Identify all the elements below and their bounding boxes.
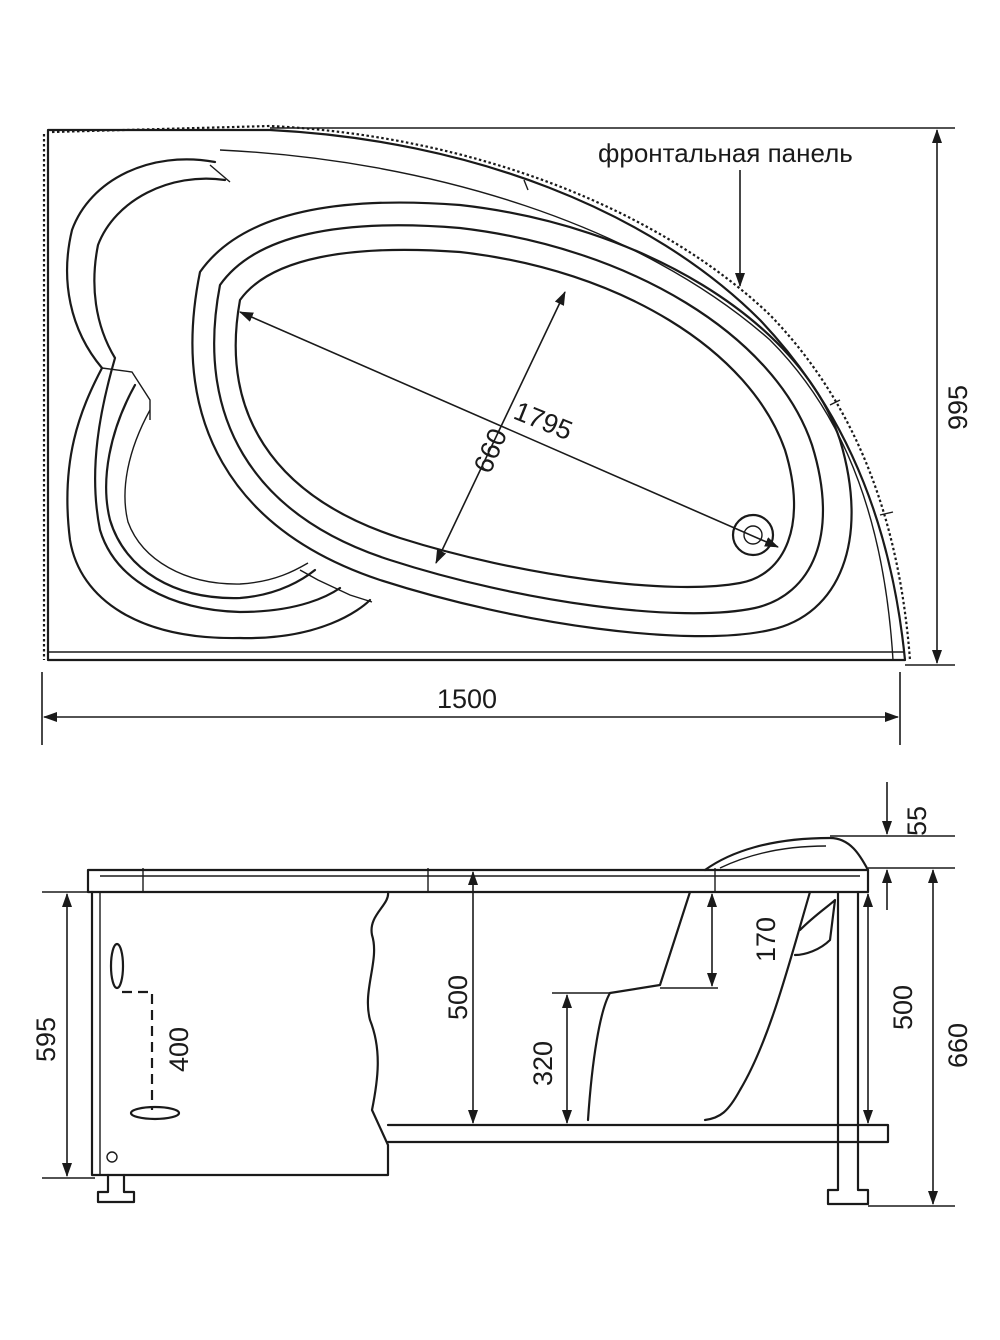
side-armrest [793, 898, 837, 957]
headrest-rib-3 [299, 569, 373, 603]
diagonal-short-label: 660 [468, 424, 513, 477]
side-floor-plate [386, 1123, 890, 1144]
rim-label: 55 [902, 806, 932, 836]
headrest-rib-2 [101, 367, 151, 420]
drain-pipe [122, 990, 154, 1110]
diagonal-long-dim [239, 311, 779, 548]
inner-depth-label: 500 [443, 975, 473, 1020]
panel-tick-2 [829, 399, 841, 406]
panel-tick-3 [879, 511, 894, 516]
leg-height-label: 500 [888, 985, 918, 1030]
side-headrest-inner [719, 845, 827, 869]
drain-height-label: 400 [164, 1027, 194, 1072]
depth-label: 995 [943, 385, 973, 430]
right-leg [826, 890, 870, 1206]
total-height-label: 660 [943, 1023, 973, 1068]
front-panel-dotted-edge [51, 124, 912, 661]
seat-inner-outline [93, 177, 342, 614]
width-label: 1500 [437, 684, 497, 714]
overflow-fitting [109, 942, 125, 990]
left-leg [96, 1173, 136, 1204]
drain-fitting [129, 1105, 181, 1121]
panel-height-label: 595 [31, 1017, 61, 1062]
side-rim [86, 868, 870, 894]
side-bolt [106, 1151, 118, 1163]
side-tub-back [703, 890, 812, 1122]
side-headrest [703, 836, 870, 872]
diagonal-long-label: 1795 [510, 396, 577, 446]
seat-curve-inner [124, 409, 309, 585]
seat-height-label: 320 [528, 1041, 558, 1086]
basin-outer-rim [191, 201, 853, 638]
headrest-rib-1 [209, 164, 231, 183]
front-panel-label: фронтальная панель [598, 138, 853, 168]
seat-step-label: 170 [751, 917, 781, 962]
top-view: 1795 660 фронтальная панель 1500 995 [41, 124, 973, 745]
top-view-outer-outline [46, 128, 907, 662]
drain-outer [731, 513, 775, 557]
side-view: 595 400 500 320 170 500 55 660 [31, 782, 973, 1207]
seat-outer-outline [66, 158, 372, 640]
side-tub-wall [586, 890, 692, 1122]
panel-tick-1 [523, 179, 529, 191]
seat-curve [105, 383, 317, 600]
diagonal-short-dim [435, 291, 566, 564]
side-panel [90, 890, 390, 1177]
drain-inner [743, 525, 763, 545]
